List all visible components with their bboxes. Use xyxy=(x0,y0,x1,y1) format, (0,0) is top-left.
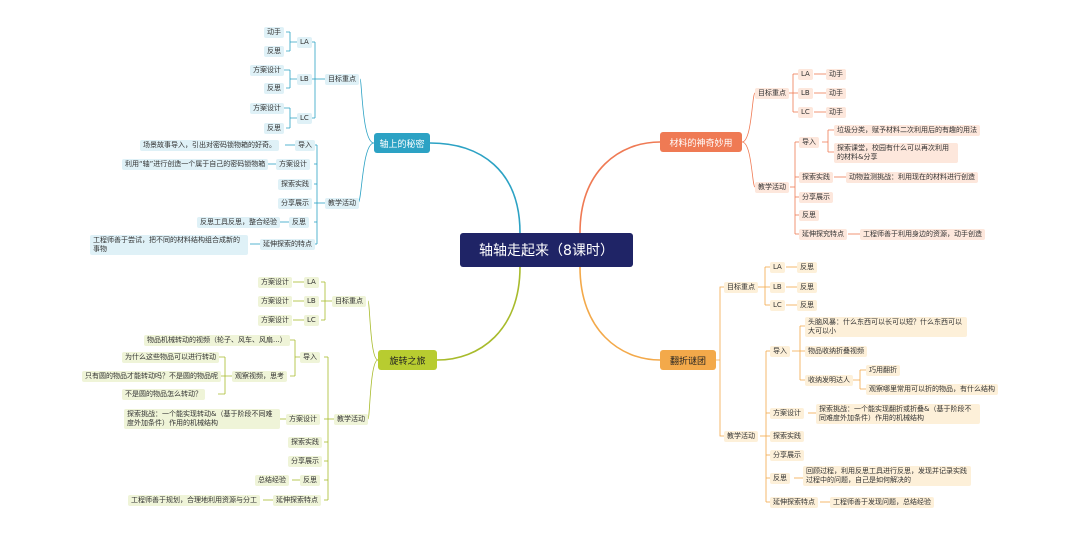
b4-goal: 目标重点 xyxy=(724,282,758,293)
b4-lc1: 反思 xyxy=(797,300,817,311)
b1-la2: 反思 xyxy=(264,46,284,57)
b2-a6t: 工程师善于规划，合理地利用资源与分工 xyxy=(128,495,260,506)
b4-act: 教学活动 xyxy=(724,431,758,442)
topic-folding-mystery: 翻折谜团 xyxy=(660,350,716,370)
b3-lb1: 动手 xyxy=(826,88,846,99)
b4-a2: 方案设计 xyxy=(770,408,804,419)
b4-a1c1: 巧用翻折 xyxy=(866,365,900,376)
b1-lc1: 方案设计 xyxy=(250,103,284,114)
b3-a5t: 工程师善于利用身边的资源，动手创造 xyxy=(860,229,985,240)
b2-a4: 分享展示 xyxy=(288,456,322,467)
b3-la: LA xyxy=(798,69,813,80)
b2-q: 观察视频，思考 xyxy=(232,371,287,382)
topic-material-magic: 材料的神奇妙用 xyxy=(660,132,742,152)
b2-a2: 方案设计 xyxy=(286,414,320,425)
b1-lc2: 反思 xyxy=(264,123,284,134)
b4-a3: 探索实践 xyxy=(770,431,804,442)
b2-a5: 反思 xyxy=(300,475,320,486)
b4-lc: LC xyxy=(770,300,785,311)
b4-a1c2: 观察哪里常用可以折的物品，有什么结构 xyxy=(866,384,998,395)
b2-lc: LC xyxy=(304,315,319,326)
b4-a6t: 工程师善于发现问题，总结经验 xyxy=(830,497,934,508)
b3-lc1: 动手 xyxy=(826,107,846,118)
b4-a4: 分享展示 xyxy=(770,450,804,461)
b2-a3: 探索实践 xyxy=(288,437,322,448)
b3-a1t2: 探索课堂，校园有什么可以再次利用的材料&分享 xyxy=(834,143,958,163)
b3-act: 教学活动 xyxy=(755,182,789,193)
b1-a1: 导入 xyxy=(295,140,315,151)
b2-q1: 为什么这些物品可以进行转动 xyxy=(122,352,219,363)
b1-a5t: 反思工具反思，整合经验 xyxy=(197,217,280,228)
b3-a5: 延伸探究特点 xyxy=(799,229,847,240)
b2-a2t: 探索挑战：一个能实现转动&（基于阶段不同难度外加条件）作用的机械结构 xyxy=(124,409,280,429)
b2-a6: 延伸探索特点 xyxy=(273,495,321,506)
b2-lb1: 方案设计 xyxy=(258,296,292,307)
b4-la: LA xyxy=(770,262,785,273)
b1-a3: 探索实践 xyxy=(278,179,312,190)
b1-a5: 反思 xyxy=(289,217,309,228)
topic-rotation-trip: 旋转之旅 xyxy=(378,350,437,370)
b2-q2: 只有圆的物品才能转动吗？不是圆的物品呢 xyxy=(82,371,221,382)
b4-a6: 延伸探索特点 xyxy=(770,497,818,508)
b3-a1: 导入 xyxy=(799,137,819,148)
b4-lb1: 反思 xyxy=(797,282,817,293)
b1-a6t: 工程师善于尝试，把不同的材料结构组合成新的事物 xyxy=(90,235,248,255)
b4-a5: 反思 xyxy=(770,473,790,484)
b1-la1: 动手 xyxy=(264,27,284,38)
b3-la1: 动手 xyxy=(826,69,846,80)
b4-a5t: 回顾过程，利用反思工具进行反思，发现并记录实践过程中的问题，自己是如何解决的 xyxy=(803,466,971,486)
b4-la1: 反思 xyxy=(797,262,817,273)
b1-a4: 分享展示 xyxy=(278,198,312,209)
b1-a6: 延伸探索的特点 xyxy=(260,239,315,250)
b4-a1t1: 头脑风暴：什么东西可以长可以短？什么东西可以大可以小 xyxy=(805,317,967,337)
b3-a2: 探索实践 xyxy=(799,172,833,183)
b2-goal: 目标重点 xyxy=(332,296,366,307)
b2-q3: 不是圆的物品怎么转动？ xyxy=(122,389,205,400)
b1-lc: LC xyxy=(297,113,312,124)
b2-a1: 导入 xyxy=(300,352,320,363)
b4-a1t2: 物品收纳折叠视频 xyxy=(805,346,867,357)
b1-lb1: 方案设计 xyxy=(250,65,284,76)
b4-a2t: 探索挑战：一个能实现翻折或折叠&（基于阶段不同难度外加条件）作用的机械结构 xyxy=(816,404,980,424)
b2-a5t: 总结经验 xyxy=(255,475,289,486)
b2-lc1: 方案设计 xyxy=(258,315,292,326)
b3-goal: 目标重点 xyxy=(755,88,789,99)
b2-la1: 方案设计 xyxy=(258,277,292,288)
b2-la: LA xyxy=(304,277,319,288)
b4-a1c: 收纳发明达人 xyxy=(805,375,853,386)
b4-a1: 导入 xyxy=(770,346,790,357)
b1-act: 教学活动 xyxy=(325,198,359,209)
center-topic: 轴轴走起来（8课时） xyxy=(460,233,633,267)
b1-lb2: 反思 xyxy=(264,83,284,94)
b2-lb: LB xyxy=(304,296,319,307)
b1-lb: LB xyxy=(297,74,312,85)
b3-a3: 分享展示 xyxy=(799,192,833,203)
b1-a1t: 场景故事导入，引出对密码锁物箱的好奇。 xyxy=(140,140,279,151)
b4-lb: LB xyxy=(770,282,785,293)
b1-la: LA xyxy=(297,37,312,48)
b1-goal: 目标重点 xyxy=(325,74,359,85)
b3-a4: 反思 xyxy=(799,210,819,221)
b1-a2t: 利用“轴”进行创造一个属于自己的密码锁物箱 xyxy=(122,159,269,170)
b3-a2t: 动物监测挑战：利用现在的材料进行创造 xyxy=(846,172,978,183)
b2-act: 教学活动 xyxy=(334,414,368,425)
b3-lb: LB xyxy=(798,88,813,99)
b3-lc: LC xyxy=(798,107,813,118)
topic-axis-secret: 轴上的秘密 xyxy=(374,133,430,153)
b1-a2: 方案设计 xyxy=(276,159,310,170)
b3-a1t1: 垃圾分类，赋予材料二次利用后的有趣的用法 xyxy=(834,125,980,136)
b2-a1t: 物品机械转动的视频（轮子、风车、风扇...） xyxy=(144,335,290,346)
